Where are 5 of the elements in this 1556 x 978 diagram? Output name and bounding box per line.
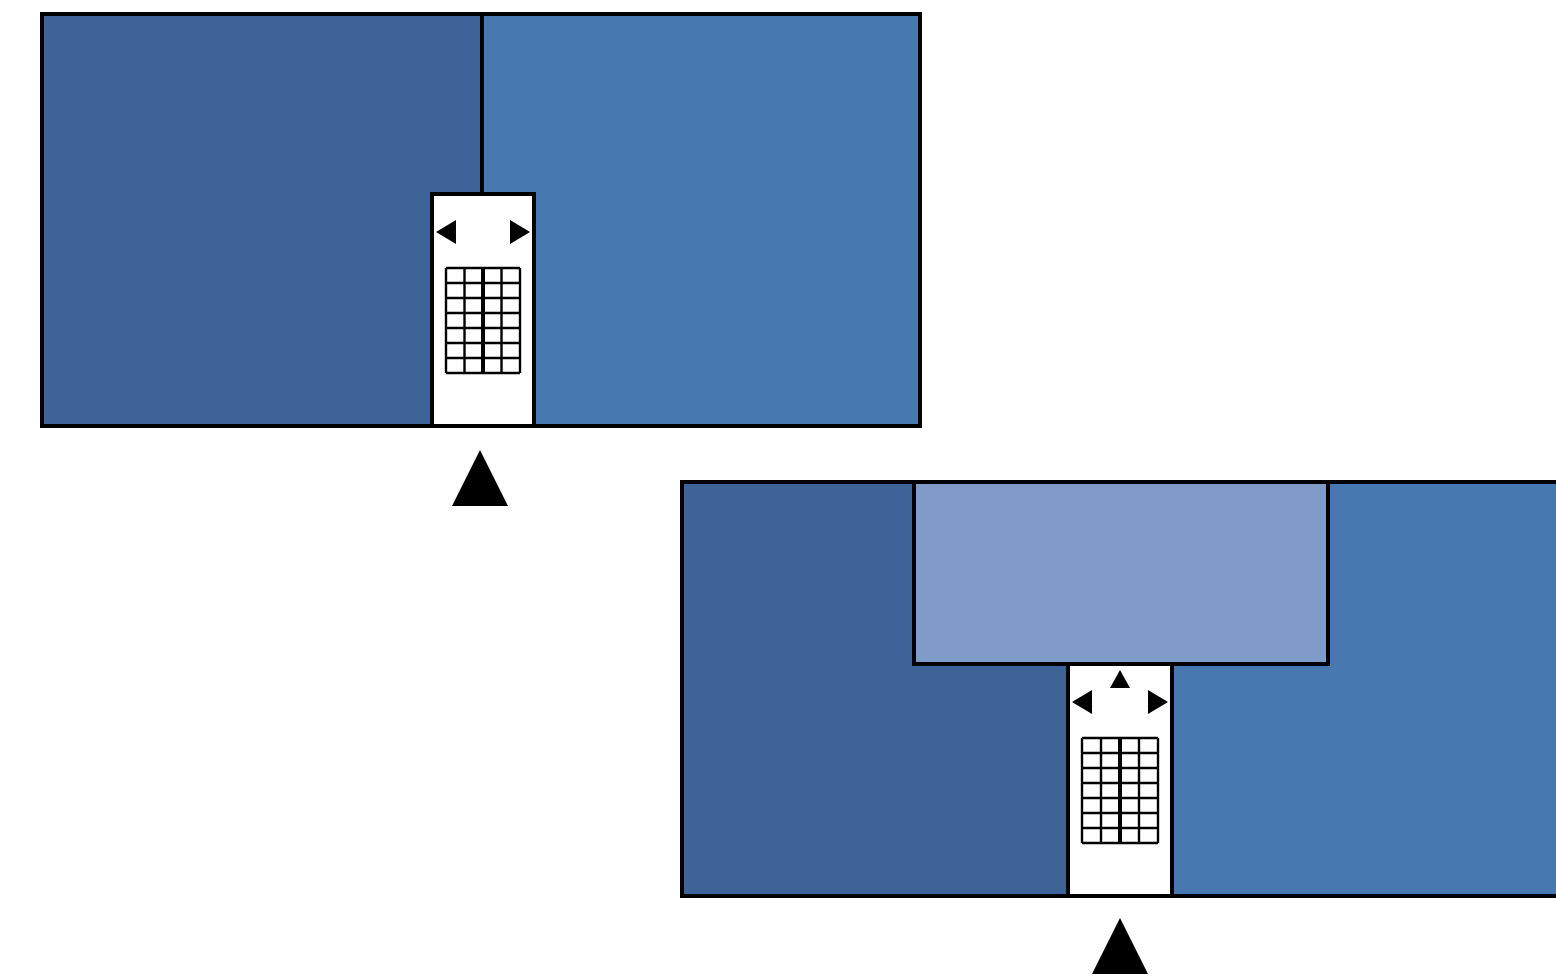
room-area	[912, 480, 1330, 666]
floor-plan	[680, 480, 1556, 898]
floor-plan	[40, 12, 922, 428]
elevator-cabin	[430, 192, 536, 428]
elevator-cabin	[1066, 662, 1174, 898]
